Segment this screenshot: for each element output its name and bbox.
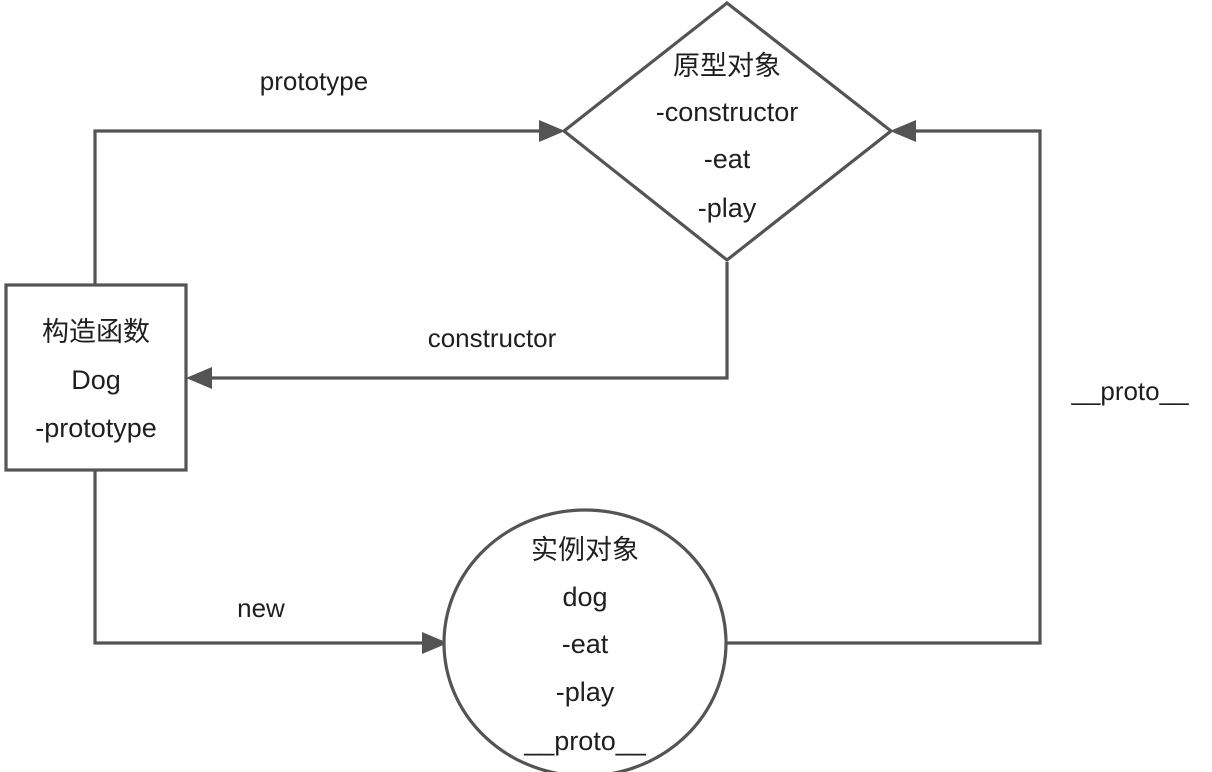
edge-proto-label: __proto__	[1070, 376, 1189, 406]
prototype-object-shape	[561, 0, 894, 263]
edge-new: new	[93, 470, 448, 654]
prototype-object-line-2: -constructor	[656, 97, 799, 127]
edge-proto-line	[727, 129, 1042, 645]
instance-object-line-1: 实例对象	[531, 535, 639, 565]
edge-prototype-label: prototype	[260, 66, 368, 96]
edge-new-line	[93, 470, 435, 645]
edge-prototype: prototype	[93, 66, 565, 285]
prototype-object-line-1: 原型对象	[673, 51, 781, 81]
constructor-function-line-1: 构造函数	[42, 317, 150, 347]
edge-constructor-label: constructor	[428, 323, 557, 353]
edge-prototype-arrowhead-icon	[539, 120, 565, 142]
instance-object-line-4: -play	[556, 677, 615, 707]
edge-proto: __proto__	[727, 120, 1189, 645]
edge-new-arrowhead-icon	[422, 632, 448, 654]
edge-constructor: constructor	[186, 262, 729, 389]
instance-object-line-2: dog	[562, 582, 607, 612]
edge-prototype-line	[93, 129, 552, 285]
instance-object-shape	[442, 508, 728, 772]
edge-constructor-arrowhead-icon	[186, 367, 212, 389]
edge-new-label: new	[237, 593, 285, 623]
node-instance-object[interactable]: 实例对象 dog -eat -play __proto__	[442, 508, 728, 772]
constructor-function-line-3: -prototype	[35, 413, 157, 443]
constructor-function-line-2: Dog	[71, 365, 121, 395]
instance-object-line-3: -eat	[562, 629, 609, 659]
constructor-function-shape	[4, 283, 188, 472]
edge-constructor-line	[199, 262, 729, 380]
prototype-object-line-3: -eat	[704, 144, 751, 174]
node-prototype-object[interactable]: 原型对象 -constructor -eat -play	[561, 0, 894, 263]
instance-object-line-5: __proto__	[523, 726, 647, 756]
edge-proto-arrowhead-icon	[890, 120, 916, 142]
node-constructor-function[interactable]: 构造函数 Dog -prototype	[4, 283, 188, 472]
prototype-object-line-4: -play	[698, 193, 757, 223]
